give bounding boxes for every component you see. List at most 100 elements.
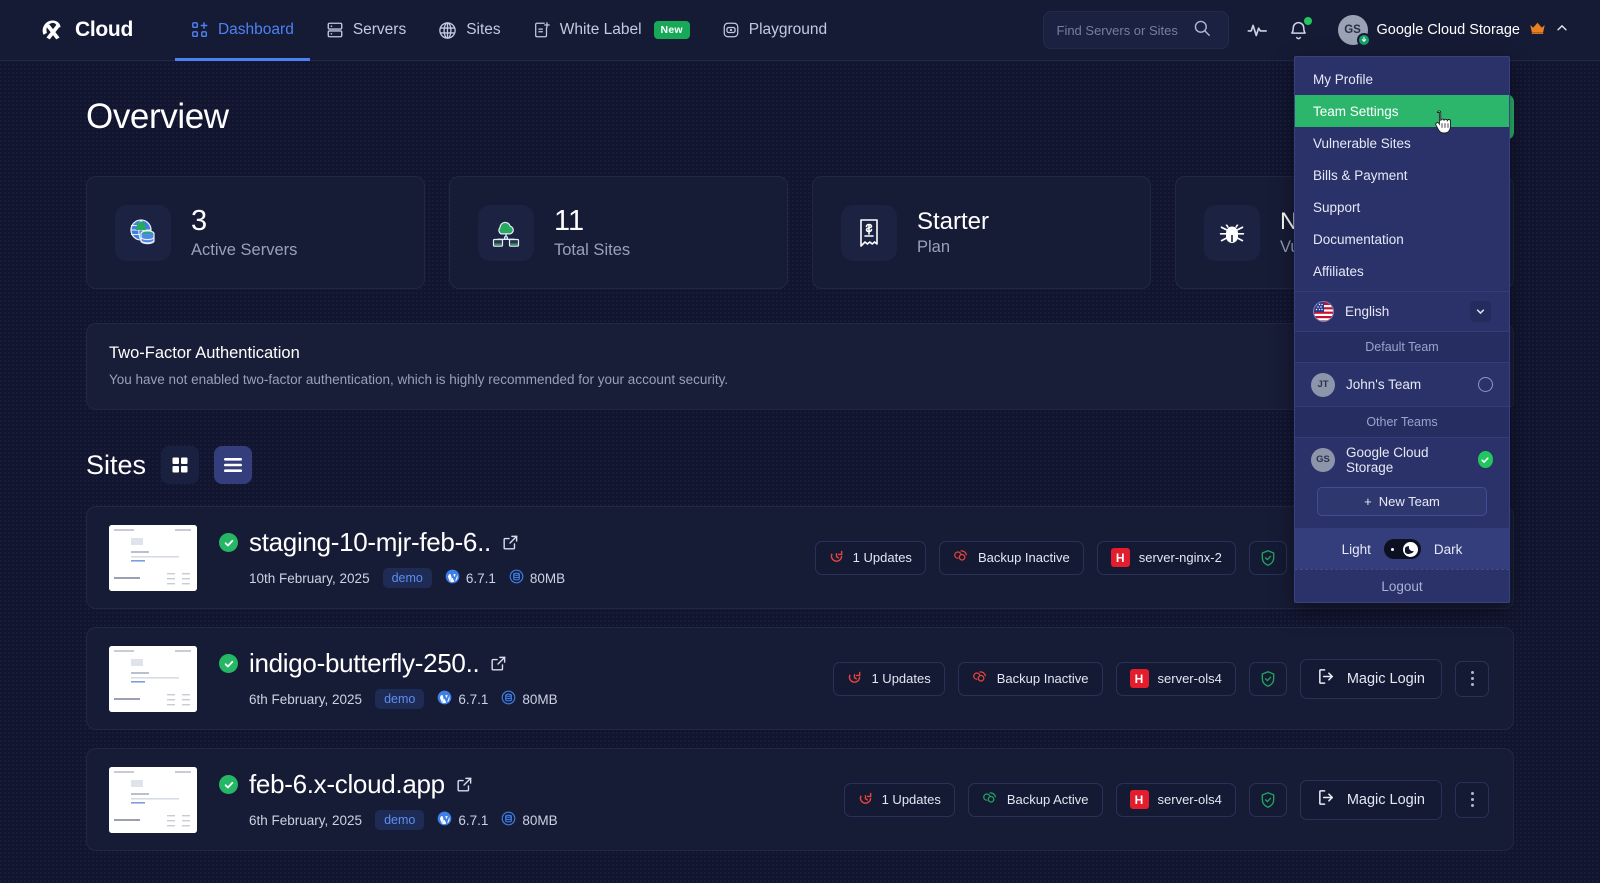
site-size-label: 80MB	[522, 691, 558, 707]
menu-label-documentation: Documentation	[1313, 231, 1404, 247]
site-name[interactable]: staging-10-mjr-feb-6..	[249, 527, 491, 557]
grid-view-icon[interactable]	[161, 446, 200, 484]
chevron-up-icon[interactable]	[1555, 21, 1569, 40]
wordpress-version-label: 6.7.1	[458, 691, 489, 707]
new-team-button[interactable]: + New Team	[1317, 487, 1487, 516]
menu-item-affiliates[interactable]: Affiliates	[1295, 255, 1509, 287]
magic-login-button[interactable]: Magic Login	[1299, 779, 1442, 820]
backup-icon	[953, 548, 969, 567]
white-label-icon	[533, 21, 551, 39]
shield-check-icon[interactable]	[1248, 540, 1287, 575]
menu-item-my-profile[interactable]: My Profile	[1295, 63, 1509, 95]
site-tag: demo	[375, 810, 425, 830]
nav-item-white-label[interactable]: White Label New	[517, 0, 706, 61]
storage-icon	[501, 690, 516, 708]
account-name: Google Cloud Storage	[1376, 22, 1521, 38]
backup-label: Backup Active	[1006, 792, 1089, 807]
stat-label-active-servers: Active Servers	[191, 241, 298, 260]
external-link-icon[interactable]	[490, 655, 507, 672]
other-teams-section-label: Other Teams	[1295, 406, 1509, 438]
sites-list: staging-10-mjr-feb-6.. 10th February, 20…	[86, 506, 1514, 851]
list-view-icon[interactable]	[214, 446, 253, 484]
site-size: 80MB	[509, 569, 565, 587]
stat-label-total-sites: Total Sites	[554, 241, 631, 260]
nav-label-sites: Sites	[466, 21, 501, 38]
table-row[interactable]: staging-10-mjr-feb-6.. 10th February, 20…	[86, 506, 1514, 609]
table-row[interactable]: feb-6.x-cloud.app 6th February, 2025 dem…	[86, 748, 1514, 851]
search-input[interactable]	[1056, 22, 1183, 38]
page-title: Overview	[86, 97, 229, 136]
site-name[interactable]: indigo-butterfly-250..	[249, 648, 480, 678]
menu-item-bills-payment[interactable]: Bills & Payment	[1295, 159, 1509, 191]
team-item-johns-team[interactable]: JT John's Team	[1295, 363, 1509, 406]
menu-item-documentation[interactable]: Documentation	[1295, 223, 1509, 255]
site-thumbnail	[109, 766, 197, 833]
backup-pill[interactable]: Backup Inactive	[938, 540, 1084, 575]
nav-item-dashboard[interactable]: Dashboard	[174, 0, 310, 61]
external-link-icon[interactable]	[456, 776, 473, 793]
menu-label-affiliates: Affiliates	[1313, 263, 1364, 279]
site-actions: 1 Updates Backup Active H server-ols4	[843, 779, 1489, 820]
menu-item-vulnerable-sites[interactable]: Vulnerable Sites	[1295, 127, 1509, 159]
shield-check-icon[interactable]	[1248, 661, 1287, 696]
team-name: John's Team	[1346, 377, 1422, 392]
toggle-knob	[1402, 541, 1418, 557]
dashboard-icon	[191, 21, 209, 39]
account-menu-button[interactable]: GS Google Cloud Storage	[1333, 10, 1579, 50]
server-pill[interactable]: H server-ols4	[1115, 782, 1236, 817]
logout-button[interactable]: Logout	[1295, 569, 1509, 602]
white-label-new-badge: New	[653, 21, 690, 39]
new-team-wrap: + New Team	[1295, 481, 1509, 529]
more-vertical-icon[interactable]	[1455, 781, 1489, 818]
update-refresh-icon	[829, 549, 844, 567]
backup-label: Backup Inactive	[977, 550, 1070, 565]
more-vertical-icon[interactable]	[1455, 660, 1489, 697]
magic-login-label: Magic Login	[1346, 670, 1425, 687]
sites-header: Sites	[86, 446, 1514, 484]
site-info: indigo-butterfly-250.. 6th February, 202…	[219, 648, 558, 709]
team-avatar: JT	[1311, 372, 1335, 397]
team-item-google-cloud-storage[interactable]: GS Google Cloud Storage	[1295, 438, 1509, 481]
bell-icon[interactable]	[1285, 16, 1313, 44]
theme-toggle[interactable]	[1383, 539, 1421, 559]
updates-pill[interactable]: 1 Updates	[843, 782, 955, 817]
sites-title: Sites	[86, 449, 147, 480]
account-dropdown-menu: My Profile Team Settings Vulnerable Site…	[1294, 56, 1510, 603]
nav-item-sites[interactable]: Sites	[422, 0, 516, 61]
wordpress-version-label: 6.7.1	[465, 570, 496, 586]
server-pill[interactable]: H server-ols4	[1115, 661, 1236, 696]
backup-pill[interactable]: Backup Inactive	[957, 661, 1103, 696]
two-factor-banner-text: You have not enabled two-factor authenti…	[109, 372, 729, 387]
magic-login-button[interactable]: Magic Login	[1299, 658, 1442, 699]
updates-pill[interactable]: 1 Updates	[814, 540, 926, 575]
language-selector[interactable]: English	[1295, 291, 1509, 331]
team-radio-unselected[interactable]	[1478, 377, 1493, 392]
brand-logo-group[interactable]: Cloud	[38, 15, 133, 45]
activity-pulse-icon[interactable]	[1243, 16, 1271, 44]
server-pill[interactable]: H server-nginx-2	[1096, 540, 1236, 575]
menu-item-team-settings[interactable]: Team Settings	[1295, 95, 1509, 127]
updates-pill[interactable]: 1 Updates	[833, 661, 945, 696]
backup-label: Backup Inactive	[996, 671, 1089, 686]
backup-pill[interactable]: Backup Active	[967, 782, 1103, 817]
chevron-down-icon[interactable]	[1470, 301, 1491, 322]
external-link-icon[interactable]	[502, 534, 519, 551]
menu-item-support[interactable]: Support	[1295, 191, 1509, 223]
stat-card-active-servers: 3 Active Servers	[86, 176, 425, 289]
shield-check-icon[interactable]	[1248, 782, 1287, 817]
search-icon[interactable]	[1193, 19, 1211, 42]
toggle-star-dot	[1390, 547, 1394, 551]
team-radio-selected[interactable]	[1477, 451, 1493, 468]
wordpress-icon	[437, 811, 452, 829]
theme-switcher: Light Dark	[1295, 529, 1509, 569]
two-factor-banner: Two-Factor Authentication You have not e…	[86, 323, 1514, 410]
search-box[interactable]	[1042, 11, 1229, 49]
site-name[interactable]: feb-6.x-cloud.app	[249, 769, 445, 799]
table-row[interactable]: indigo-butterfly-250.. 6th February, 202…	[86, 627, 1514, 730]
site-meta: 10th February, 2025 demo 6.7.1	[249, 568, 565, 588]
nav-item-playground[interactable]: Playground	[706, 0, 843, 61]
site-size: 80MB	[501, 690, 558, 708]
team-avatar: GS	[1311, 447, 1335, 472]
nav-item-servers[interactable]: Servers	[310, 0, 422, 61]
